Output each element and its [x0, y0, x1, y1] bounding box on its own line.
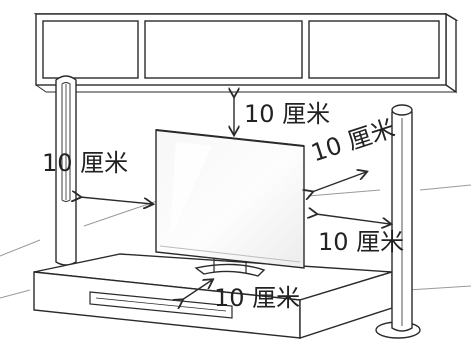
- right-speaker: [375, 104, 421, 339]
- right-lower-clearance-arrow: [316, 214, 390, 224]
- wall-cabinet: [33, 12, 459, 94]
- right-upper-clearance-arrow: [312, 172, 366, 192]
- television: [155, 129, 305, 277]
- clearance-arrows: [80, 96, 390, 300]
- bottom-clearance-arrow: [182, 280, 212, 300]
- left-clearance-arrow: [80, 197, 152, 204]
- right-lower-clearance-label: 10 厘米: [318, 228, 405, 256]
- tv-console: [33, 253, 393, 339]
- left-speaker: [55, 75, 77, 266]
- bottom-clearance-label: 10 厘米: [214, 284, 301, 312]
- top-clearance-label: 10 厘米: [244, 100, 331, 128]
- left-clearance-label: 10 厘米: [42, 149, 129, 177]
